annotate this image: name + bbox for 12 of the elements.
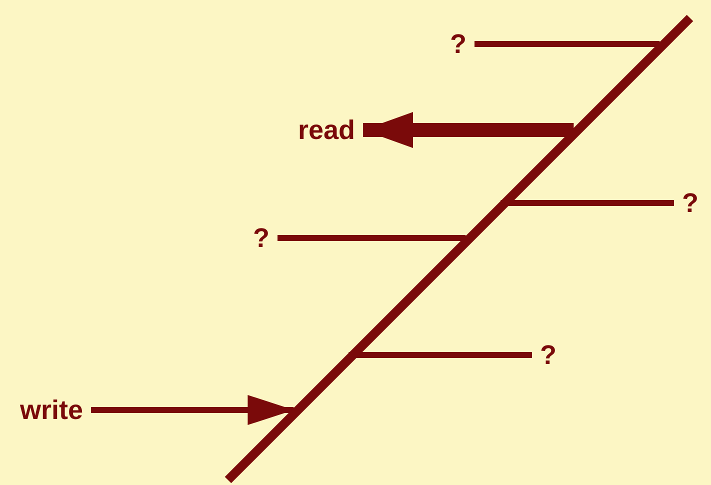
branch-line (500, 200, 674, 206)
node-label: ? (253, 222, 270, 254)
arrow (91, 395, 294, 425)
branch-line (278, 235, 466, 241)
node-label: write (20, 394, 84, 426)
node-label: ? (450, 28, 466, 60)
branch-line (474, 41, 660, 47)
node-label: read (298, 114, 356, 146)
node-label: ? (540, 339, 556, 371)
branch-line (348, 352, 532, 358)
arrow (363, 112, 574, 148)
node-label: ? (682, 187, 698, 219)
